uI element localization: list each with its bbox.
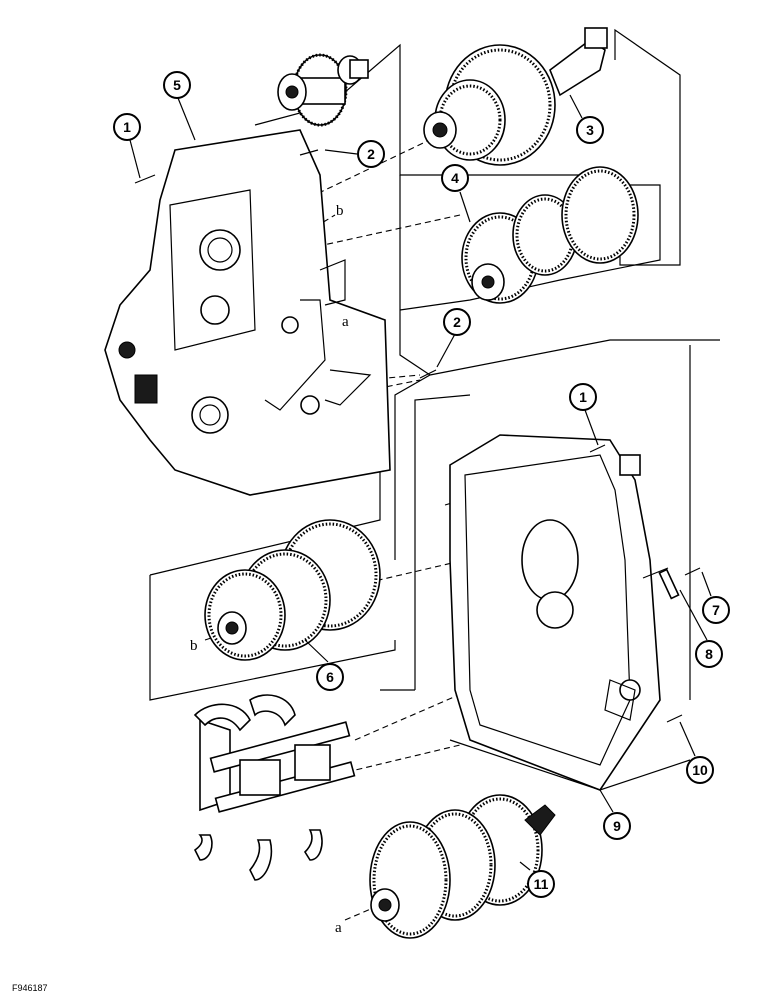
top-gear-shaft [277, 53, 369, 127]
lower-housing-9 [449, 434, 661, 791]
callout-11: 11 [527, 870, 555, 898]
shift-forks [193, 694, 356, 881]
callout-7: 7 [702, 596, 730, 624]
letter-a-lower: a [335, 920, 342, 936]
callout-2-top: 2 [357, 140, 385, 168]
callout-6: 6 [316, 663, 344, 691]
svg-text:6: 6 [326, 669, 334, 685]
svg-text:5: 5 [173, 77, 181, 93]
svg-text:4: 4 [451, 170, 459, 186]
callout-5: 5 [163, 71, 191, 99]
callout-1-lower: 1 [569, 383, 597, 411]
callout-10: 10 [686, 756, 714, 784]
callout-1-top: 1 [113, 113, 141, 141]
svg-text:7: 7 [712, 602, 720, 618]
cluster-gears-4 [461, 166, 639, 304]
callout-9: 9 [603, 812, 631, 840]
svg-text:9: 9 [613, 818, 621, 834]
svg-text:10: 10 [692, 762, 708, 778]
svg-text:1: 1 [123, 119, 131, 135]
callout-4: 4 [441, 164, 469, 192]
mainshaft-assembly-11 [369, 794, 556, 939]
clutch-pack-3 [423, 27, 608, 166]
callout-8: 8 [695, 640, 723, 668]
gear-assembly-6 [204, 519, 381, 661]
svg-text:2: 2 [453, 314, 461, 330]
svg-text:3: 3 [586, 122, 594, 138]
callout-leaders [129, 94, 712, 871]
svg-text:2: 2 [367, 146, 375, 162]
svg-text:11: 11 [534, 876, 549, 892]
callout-2-mid: 2 [443, 308, 471, 336]
upper-housing [104, 129, 391, 496]
svg-text:1: 1 [579, 389, 587, 405]
svg-text:8: 8 [705, 646, 713, 662]
fasteners [134, 149, 701, 723]
callout-3: 3 [576, 116, 604, 144]
letter-b-upper: b [336, 203, 344, 219]
letter-b-lower: b [190, 638, 198, 654]
figure-id-label: F946187 [12, 983, 48, 993]
letter-a-upper: a [342, 314, 349, 330]
